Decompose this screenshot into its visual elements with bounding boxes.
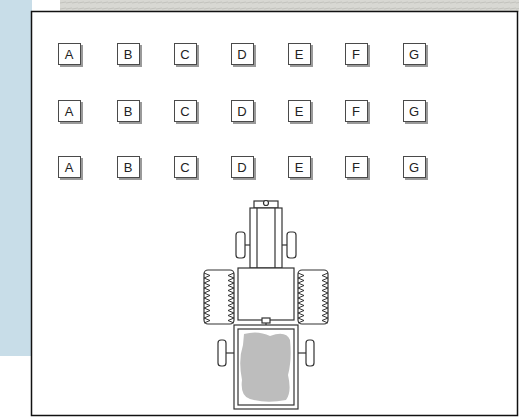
tread-mark — [204, 283, 210, 288]
tread-mark — [204, 308, 210, 313]
tread-mark — [322, 303, 328, 308]
box-letter: A — [65, 48, 74, 61]
tread-mark — [228, 273, 234, 278]
box-letter: F — [352, 48, 360, 61]
letter-box: A — [58, 100, 81, 122]
tread-mark — [228, 288, 234, 293]
tread-mark — [228, 308, 234, 313]
tread-mark — [204, 318, 210, 323]
letter-box: B — [117, 43, 140, 65]
box-letter: B — [124, 105, 133, 118]
letter-box: F — [345, 100, 368, 122]
box-letter: E — [295, 161, 304, 174]
tread-mark — [228, 313, 234, 318]
tread-mark — [204, 293, 210, 298]
box-letter: B — [124, 48, 133, 61]
letter-box: A — [58, 43, 81, 65]
tread-mark — [322, 283, 328, 288]
box-letter: E — [295, 48, 304, 61]
box-letter: G — [409, 48, 419, 61]
letter-box: E — [288, 43, 311, 65]
box-letter: C — [180, 48, 189, 61]
letter-box: C — [174, 156, 197, 178]
tread-mark — [204, 303, 210, 308]
panel-border — [32, 12, 518, 416]
tread-mark — [298, 318, 304, 323]
tread-mark — [298, 298, 304, 303]
box-letter: C — [180, 161, 189, 174]
tread-mark — [322, 318, 328, 323]
tread-mark — [204, 278, 210, 283]
letter-box: F — [345, 43, 368, 65]
tread-mark — [204, 298, 210, 303]
box-letter: F — [352, 105, 360, 118]
letter-box: A — [58, 156, 81, 178]
box-letter: F — [352, 161, 360, 174]
tread-mark — [298, 273, 304, 278]
letter-box: D — [231, 100, 254, 122]
box-letter: G — [409, 105, 419, 118]
box-letter: B — [124, 161, 133, 174]
tread-mark — [228, 283, 234, 288]
tread-mark — [228, 303, 234, 308]
letter-box: G — [403, 156, 426, 178]
tread-mark — [228, 278, 234, 283]
letter-box: D — [231, 43, 254, 65]
tread-mark — [322, 273, 328, 278]
letter-box: C — [174, 100, 197, 122]
letter-box: F — [345, 156, 368, 178]
tread-mark — [298, 308, 304, 313]
tread-mark — [322, 278, 328, 283]
letter-box: G — [403, 100, 426, 122]
tread-mark — [204, 273, 210, 278]
box-letter: C — [180, 105, 189, 118]
box-letter: A — [65, 105, 74, 118]
tread-mark — [228, 293, 234, 298]
tread-mark — [204, 288, 210, 293]
tread-mark — [298, 283, 304, 288]
letter-box: E — [288, 100, 311, 122]
tread-mark — [322, 313, 328, 318]
tread-mark — [322, 293, 328, 298]
tread-mark — [322, 308, 328, 313]
tread-mark — [298, 288, 304, 293]
tread-mark — [228, 318, 234, 323]
box-letter: A — [65, 161, 74, 174]
side-band — [0, 0, 32, 356]
letter-box: E — [288, 156, 311, 178]
box-letter: D — [237, 161, 246, 174]
letter-box: G — [403, 43, 426, 65]
letter-box: D — [231, 156, 254, 178]
letter-box: B — [117, 156, 140, 178]
tread-mark — [298, 313, 304, 318]
tread-mark — [228, 298, 234, 303]
letter-box: C — [174, 43, 197, 65]
letter-box: B — [117, 100, 140, 122]
tractor-trailer — [204, 201, 328, 410]
tread-mark — [298, 293, 304, 298]
box-letter: E — [295, 105, 304, 118]
tread-mark — [298, 278, 304, 283]
box-letter: D — [237, 105, 246, 118]
box-letter: D — [237, 48, 246, 61]
box-letter: G — [409, 161, 419, 174]
tread-mark — [298, 303, 304, 308]
top-texture — [60, 0, 519, 12]
tread-mark — [204, 313, 210, 318]
tread-mark — [322, 288, 328, 293]
tread-mark — [322, 298, 328, 303]
